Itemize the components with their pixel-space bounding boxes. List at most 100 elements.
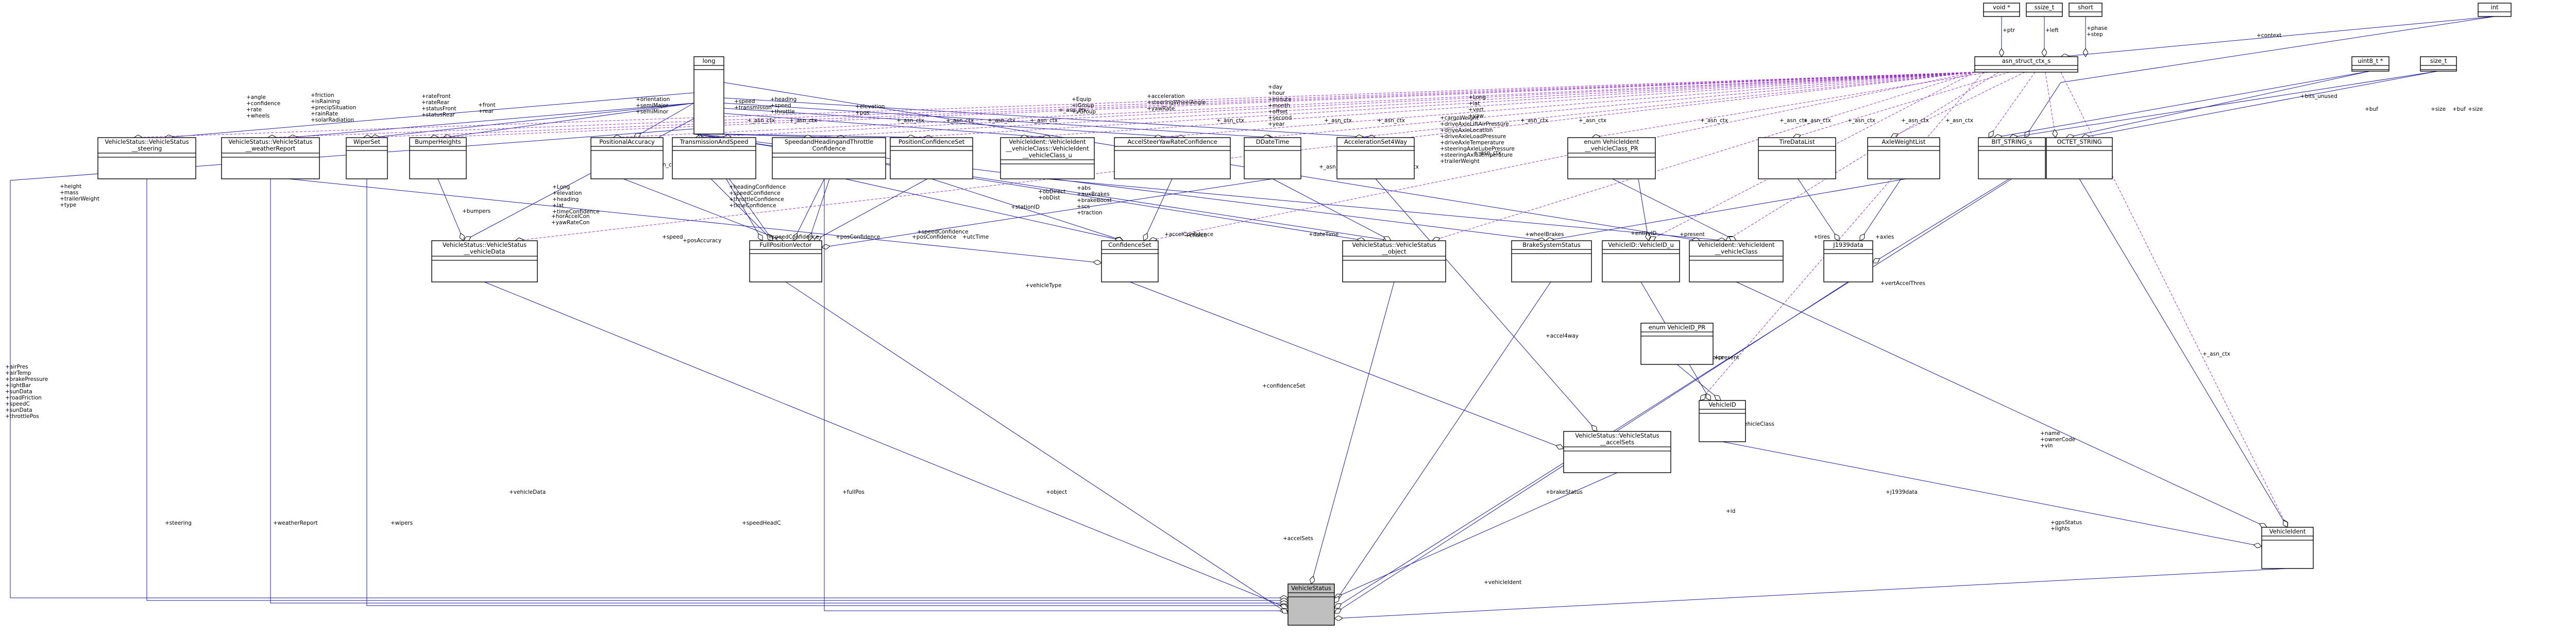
edge-label-line: +timeConfidence (552, 209, 600, 215)
edge-label-line: +iGroup (1072, 103, 1094, 109)
edge-label-line: +_asn_ctx (1579, 118, 1606, 124)
edge-label-cargo: +cargoWeight+driveAxleLiftAirPressure+dr… (1440, 115, 1515, 164)
class-box-brake[interactable]: BrakeSystemStatus (1511, 240, 1592, 282)
edge-label-wheelbrakes: +wheelBrakes (1525, 231, 1564, 238)
class-box-short[interactable]: short (2069, 3, 2103, 17)
edge-label-shtc: +headingConfidence+speedConfidence+throt… (729, 184, 786, 209)
class-box-axle[interactable]: AxleWeightList (1867, 137, 1940, 179)
edge-label-ctx9: +_asn_ctx (1324, 118, 1352, 124)
class-box-root[interactable]: VehicleStatus (1287, 583, 1335, 626)
edge-vehclass (1736, 281, 2267, 527)
class-name-line: VehicleStatus (1291, 584, 1331, 592)
class-box-wiper[interactable]: WiperSet (346, 137, 388, 179)
class-box-sizet[interactable]: size_t (2420, 56, 2457, 72)
edge-label-line: +size (2431, 106, 2446, 112)
edge-vertaccel (1873, 178, 2010, 263)
edge-size (2009, 71, 2438, 138)
class-box-weather[interactable]: VehicleStatus::VehicleStatus__weatherRep… (221, 137, 320, 179)
edge-label-line: +_asn_ctx (2202, 351, 2230, 357)
class-box-accelsets[interactable]: VehicleStatus::VehicleStatus__accelSets (1563, 431, 1671, 473)
edge-label-posacc: +orientation+semiMajor+semiMinor (636, 96, 670, 115)
class-box-accel4way[interactable]: AccelerationSet4Way (1336, 137, 1415, 179)
edge-label-line: +rainRate (311, 111, 338, 117)
edge-ctx16 (2045, 72, 2056, 138)
class-box-void[interactable]: void * (1983, 3, 2020, 17)
edge-label-buf2: +buf (2452, 106, 2466, 112)
class-box-vivc[interactable]: VehicleIdent::VehicleIdent__vehicleClass (1689, 240, 1784, 282)
class-box-vid[interactable]: VehicleID (1699, 400, 1746, 442)
class-name: VehicleStatus (1291, 584, 1331, 592)
class-box-vidu[interactable]: VehicleID::VehicleID_u (1602, 240, 1680, 282)
class-box-frame (2420, 56, 2457, 72)
edge-label-steering: +angle+confidence+rate+wheels (246, 94, 280, 119)
class-box-poscs[interactable]: PositionConfidenceSet (890, 137, 973, 179)
class-box-vident[interactable]: VehicleIdent (2261, 527, 2314, 569)
class-name: BIT_STRING_s (1991, 138, 2032, 145)
class-box-asn[interactable]: asn_struct_ctx_s (1974, 56, 2078, 73)
class-name-line: void * (1993, 4, 2010, 11)
edge-label-vdata: +vehicleData (509, 489, 546, 495)
edge-label-line: +vertAccelThres (1880, 280, 1925, 287)
edge-label-line: +trailerWeight (1440, 158, 1480, 164)
class-box-tiredata[interactable]: TireDataList (1758, 137, 1836, 179)
class-name-line: BrakeSystemStatus (1522, 241, 1581, 248)
class-box-object[interactable]: VehicleStatus::VehicleStatus__object (1342, 240, 1446, 282)
edge-label-line: +yaw (1468, 113, 1484, 119)
class-box-accel4[interactable]: AccelSteerYawRateConfidence (1114, 137, 1231, 179)
edge-label-j1939: +j1939data (1886, 489, 1918, 495)
class-box-frame (431, 240, 538, 282)
edge-label-line: +steering (165, 520, 192, 526)
class-name: VehicleStatus::VehicleStatus__accelSets (1575, 432, 1659, 446)
edge-label-line: +_asn_ctx (1473, 150, 1501, 156)
edge-ddate (723, 103, 1273, 138)
class-name: long (703, 57, 716, 64)
edge-label-ctx1: +_asn_ctx (747, 118, 775, 124)
class-box-ddate[interactable]: DDateTime (1244, 137, 1301, 179)
class-box-enumvc[interactable]: enum VehicleIdent__vehicleClass_PR (1567, 137, 1656, 179)
class-box-frame (2026, 3, 2063, 17)
class-box-j1939[interactable]: J1939data (1823, 240, 1873, 282)
edge-ctx4 (430, 72, 1975, 138)
class-box-ssize[interactable]: ssize_t (2026, 3, 2063, 17)
edge-label-line: +step (2087, 31, 2103, 38)
class-box-fullpos[interactable]: FullPositionVector (749, 240, 822, 282)
class-box-frame (1602, 240, 1680, 282)
class-box-confset[interactable]: ConfidenceSet (1101, 240, 1159, 282)
edge-label-line: +bits_unused (2300, 93, 2337, 99)
edge-label-line: +buf (2365, 106, 2378, 112)
edge-trans (700, 133, 732, 138)
class-box-bitstr[interactable]: BIT_STRING_s (1978, 137, 2046, 179)
edge-label-ctx17: +_asn_ctx (1700, 118, 1728, 124)
edge-label-line: +posConfidence (836, 234, 880, 240)
edge-ctx15 (1989, 72, 2036, 138)
edge-label-line: +speedHeadC (742, 520, 781, 526)
edge-label-line: +dateTime (1309, 231, 1338, 238)
edge-label-line: +stationID (1011, 204, 1040, 210)
edge-label-weather: +friction+isRaining+precipSituation+rain… (311, 92, 356, 123)
class-name-line: VehicleStatus::VehicleStatus (105, 138, 189, 145)
class-box-vidvc[interactable]: VehicleIdent::VehicleIdent__vehicleClass… (1000, 137, 1095, 179)
class-box-uint8[interactable]: uint8_t * (2351, 56, 2389, 72)
edge-label-speedconf: +speedConfidence (768, 234, 819, 240)
edge-label-line: +choice (1185, 232, 1207, 239)
class-box-octet[interactable]: OCTET_STRING (2046, 137, 2113, 179)
class-box-steering[interactable]: VehicleStatus::VehicleStatus__steering (97, 137, 196, 179)
class-box-frame (1823, 240, 1873, 282)
class-name: WiperSet (353, 138, 381, 145)
class-box-bumper[interactable]: BumperHeights (409, 137, 467, 179)
edge-label-line: +scs (1077, 204, 1090, 210)
class-name: PositionalAccuracy (599, 138, 655, 145)
class-box-trans[interactable]: TransmissionAndSpeed (672, 137, 756, 179)
class-name-line: __vehicleClass::VehicleIdent (1005, 145, 1089, 152)
edge-accelsets (1334, 472, 1618, 598)
class-box-enumvid[interactable]: enum VehicleID_PR (1640, 323, 1714, 365)
class-box-int[interactable]: int (2478, 3, 2512, 17)
edge-label-line: +_asn_ctx (1030, 118, 1058, 124)
edge-label-line: +vehicleIdent (1484, 579, 1521, 586)
edge-label-line: +airPres (5, 364, 28, 370)
class-box-long[interactable]: long (693, 56, 724, 135)
class-box-vdata[interactable]: VehicleStatus::VehicleStatus__vehicleDat… (431, 240, 538, 282)
class-box-posacc[interactable]: PositionalAccuracy (590, 137, 664, 179)
edge-label-accel4way: +Long+lat+vert+yaw (1468, 94, 1486, 119)
